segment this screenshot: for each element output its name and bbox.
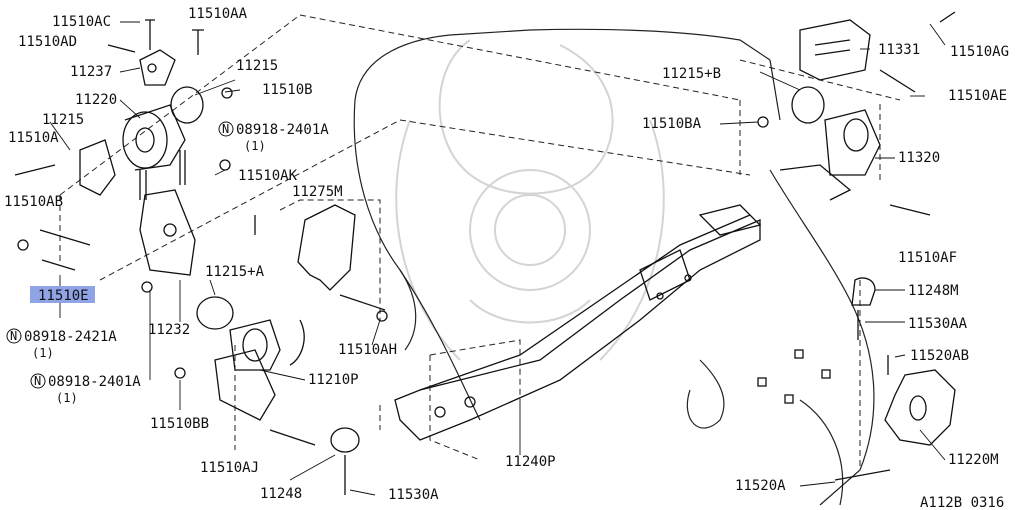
circle-n-glyph: N [34,374,41,388]
guide-lines [59,14,901,470]
lower-mount-11210p [174,296,360,495]
label-11248-bottom[interactable]: 11248 [260,486,302,502]
label-11248m[interactable]: 11248M [908,283,959,299]
right-mount-assembly [757,11,956,481]
label-11510aa[interactable]: 11510AA [188,6,248,22]
label-11237[interactable]: 11237 [70,64,112,80]
watermark-logo [395,39,665,361]
label-11232[interactable]: 11232 [148,322,190,338]
label-11510ah[interactable]: 11510AH [338,342,397,358]
label-08918-2421a[interactable]: N 08918-2421A (1) [6,328,117,360]
engine-outline [353,28,875,506]
label-11510ba[interactable]: 11510BA [642,116,702,132]
label-11510aj[interactable]: 11510AJ [200,460,259,476]
label-08918-2401a-top[interactable]: N 08918-2401A (1) [218,121,329,153]
label-11220[interactable]: 11220 [75,92,117,108]
label-11275m[interactable]: 11275M [292,184,343,200]
highlight-11510e [30,286,95,303]
label-11520a[interactable]: 11520A [735,478,786,494]
label-11510ag[interactable]: 11510AG [950,44,1009,60]
label-11510af[interactable]: 11510AF [898,250,957,266]
label-11520ab[interactable]: 11520AB [910,348,969,364]
label-11215-b[interactable]: 11215+B [662,66,721,82]
part-labels: 11510AC 11510AA 11510AD 11237 11215 1122… [4,6,1009,510]
label-11331[interactable]: 11331 [878,42,920,58]
label-11510bb[interactable]: 11510BB [150,416,209,432]
circle-n-glyph: N [10,329,17,343]
label-11220m[interactable]: 11220M [948,452,999,468]
label-11510ak[interactable]: 11510AK [238,168,298,184]
circle-n-glyph: N [222,122,229,136]
label-11510e[interactable]: 11510E [38,288,89,304]
left-mount-assembly [14,19,256,293]
label-11215-left[interactable]: 11215 [42,112,84,128]
leader-lines [49,21,946,496]
label-11510ae[interactable]: 11510AE [948,88,1007,104]
label-11510ad[interactable]: 11510AD [18,34,77,50]
label-11530a[interactable]: 11530A [388,487,439,503]
label-11510b[interactable]: 11510B [262,82,313,98]
label-11320[interactable]: 11320 [898,150,940,166]
crossmember-11240p [394,204,762,441]
qty-text: (1) [244,139,266,153]
diagram-code: A112B 0316 [920,495,1004,510]
label-11240p[interactable]: 11240P [505,454,556,470]
label-11215-top[interactable]: 11215 [236,58,278,74]
qty-text: (1) [32,346,54,360]
label-11210p[interactable]: 11210P [308,372,359,388]
label-text: 08918-2401A [236,122,329,138]
label-08918-2401a-bottom[interactable]: N 08918-2401A (1) [30,373,141,405]
bracket-11275m [297,204,388,322]
label-11510ac[interactable]: 11510AC [52,14,111,30]
label-11510ab[interactable]: 11510AB [4,194,63,210]
label-text: 08918-2401A [48,374,141,390]
label-11215-a[interactable]: 11215+A [205,264,265,280]
label-text: 08918-2421A [24,329,117,345]
qty-text: (1) [56,391,78,405]
label-11510a[interactable]: 11510A [8,130,59,146]
label-11530aa[interactable]: 11530AA [908,316,968,332]
